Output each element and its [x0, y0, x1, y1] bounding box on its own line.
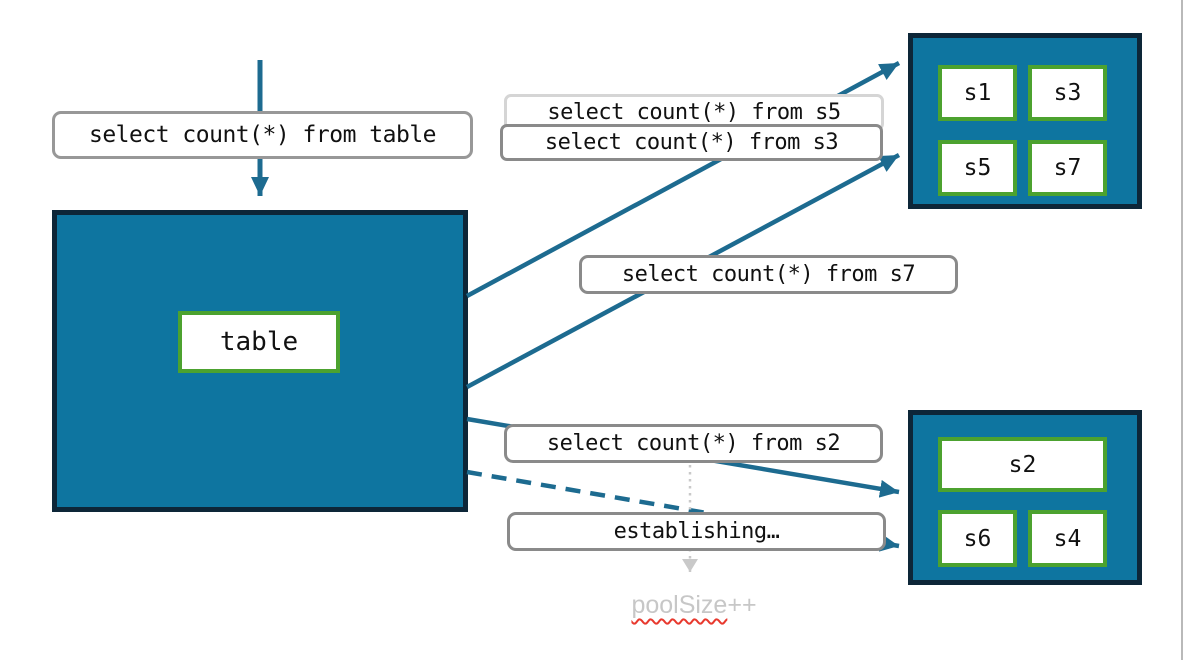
query-label-s3: select count(*) from s3: [500, 124, 883, 161]
shard-node-s3: s3: [1028, 65, 1107, 121]
poolsize-note-word: poolSize: [631, 591, 728, 619]
shard-group-top-box: s1 s3 s5 s7: [908, 33, 1142, 209]
shard-node-s2: s2: [938, 437, 1107, 492]
shard-node-s5-label: s5: [963, 155, 992, 181]
shard-node-s7: s7: [1028, 140, 1107, 196]
shard-node-s7-label: s7: [1053, 155, 1082, 181]
query-label-s7-text: select count(*) from s7: [621, 262, 916, 287]
establishing-label: establishing…: [507, 512, 886, 551]
shard-node-s5: s5: [938, 140, 1017, 196]
shard-node-s4: s4: [1028, 510, 1107, 567]
table-node: table: [178, 311, 340, 373]
shard-node-s1: s1: [938, 65, 1017, 121]
query-label-s7: select count(*) from s7: [579, 255, 958, 294]
poolsize-note: poolSize++: [594, 591, 794, 620]
query-label-s2-text: select count(*) from s2: [546, 431, 841, 456]
shard-node-s2-label: s2: [1008, 451, 1037, 478]
shard-node-s6-label: s6: [963, 525, 992, 552]
query-label-table-text: select count(*) from table: [88, 122, 437, 148]
shard-node-s1-label: s1: [963, 80, 992, 106]
query-label-s5: select count(*) from s5: [504, 94, 884, 131]
query-label-table: select count(*) from table: [52, 111, 473, 159]
slide-edge-divider: [1181, 0, 1183, 660]
table-node-label: table: [219, 327, 299, 357]
poolsize-note-suffix: ++: [727, 591, 757, 619]
shard-node-s4-label: s4: [1053, 525, 1082, 552]
table-container-box: table: [52, 210, 468, 512]
establishing-label-text: establishing…: [613, 519, 780, 544]
query-label-s5-text: select count(*) from s5: [547, 100, 841, 125]
query-label-s3-text: select count(*) from s3: [544, 130, 839, 155]
shard-group-bottom-box: s2 s6 s4: [908, 410, 1142, 585]
query-label-s2: select count(*) from s2: [504, 424, 883, 463]
shard-node-s6: s6: [938, 510, 1017, 567]
shard-node-s3-label: s3: [1053, 80, 1082, 106]
